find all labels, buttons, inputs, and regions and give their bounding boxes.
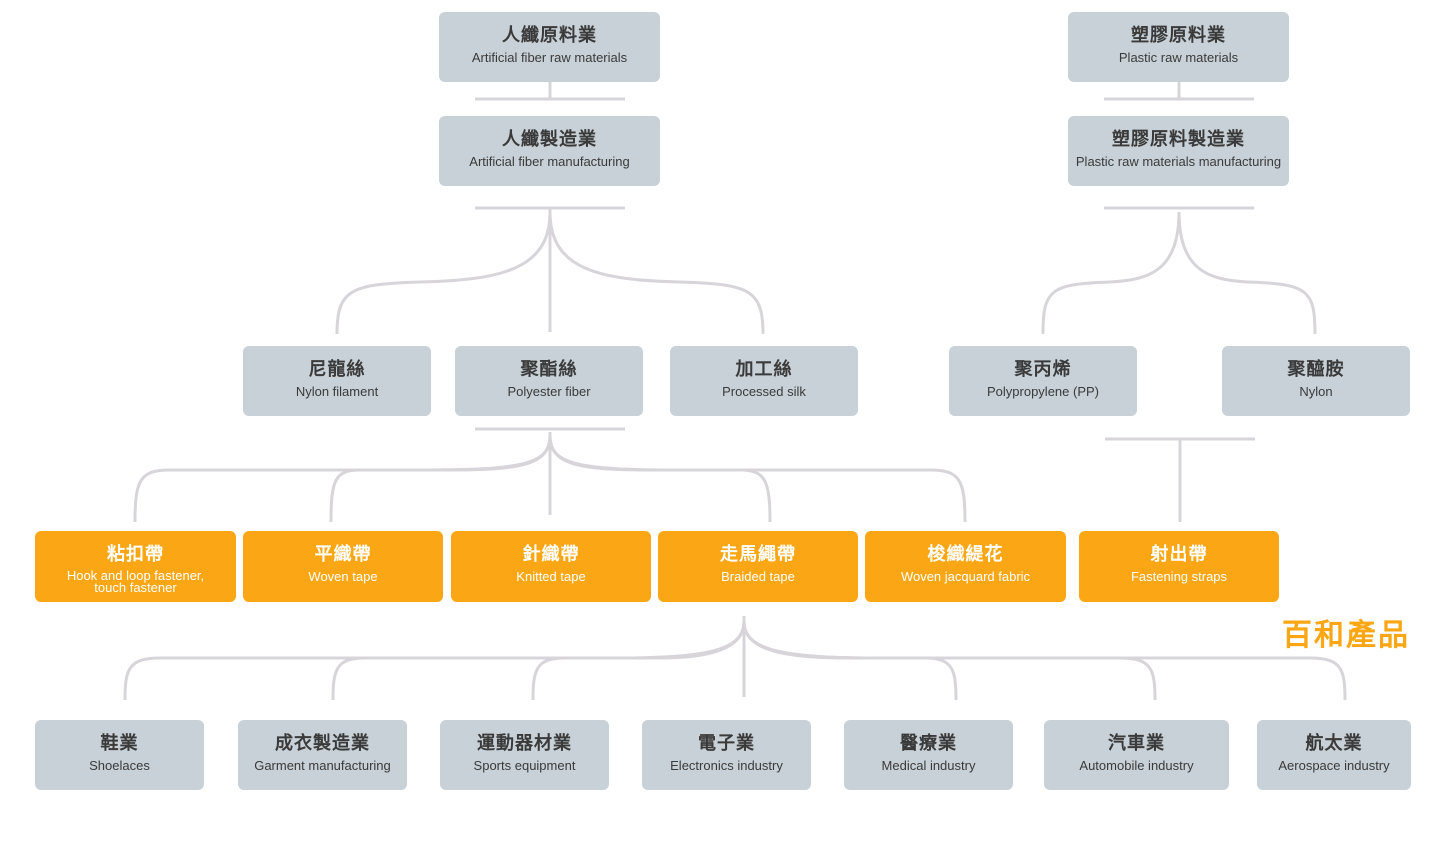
node-artificial-fiber-manufacturing: 人纖製造業 Artificial fiber manufacturing — [439, 116, 660, 186]
node-label-en: Shoelaces — [89, 758, 150, 773]
node-label-en: Plastic raw materials manufacturing — [1075, 154, 1282, 169]
brand-products-label: 百和產品 — [1282, 618, 1410, 653]
node-nylon: 聚醯胺 Nylon — [1222, 346, 1410, 416]
node-label-en: Polyester fiber — [507, 384, 591, 399]
node-label-zh: 聚酯絲 — [520, 359, 578, 380]
node-plastic-raw-materials-manufacturing: 塑膠原料製造業 Plastic raw materials manufactur… — [1068, 116, 1289, 186]
node-label-zh: 塑膠原料業 — [1131, 25, 1226, 46]
node-label-zh: 聚丙烯 — [1014, 359, 1072, 380]
node-label-zh: 加工絲 — [735, 359, 793, 380]
node-label-en: Woven jacquard fabric — [900, 569, 1031, 584]
node-label-en: Hook and loop fastener, touch fastener — [66, 568, 205, 595]
node-label-zh: 航太業 — [1305, 733, 1363, 754]
node-label-en: Nylon — [1299, 384, 1333, 399]
industry-sports-equipment: 運動器材業 Sports equipment — [440, 720, 609, 790]
node-label-zh: 成衣製造業 — [275, 733, 370, 754]
node-label-en: Processed silk — [722, 384, 806, 399]
node-label-en: Sports equipment — [473, 758, 576, 773]
node-label-en: Garment manufacturing — [254, 758, 391, 773]
node-label-en: Braided tape — [721, 569, 795, 584]
node-label-en: Medical industry — [881, 758, 976, 773]
node-label-en: Artificial fiber raw materials — [471, 50, 628, 65]
industry-garment-manufacturing: 成衣製造業 Garment manufacturing — [238, 720, 407, 790]
node-artificial-fiber-raw-materials: 人纖原料業 Artificial fiber raw materials — [439, 12, 660, 82]
node-label-en: Plastic raw materials — [1118, 50, 1239, 65]
product-braided-tape: 走馬繩帶 Braided tape — [658, 531, 858, 602]
node-plastic-raw-materials: 塑膠原料業 Plastic raw materials — [1068, 12, 1289, 82]
node-label-zh: 電子業 — [698, 733, 755, 754]
node-label-en: Knitted tape — [516, 569, 586, 584]
product-hook-and-loop-fastener: 粘扣帶 Hook and loop fastener, touch fasten… — [35, 531, 236, 602]
node-label-zh: 針織帶 — [522, 544, 580, 565]
node-label-en: Nylon filament — [295, 384, 379, 399]
node-label-zh: 鞋業 — [100, 733, 139, 754]
node-label-en: Fastening straps — [1130, 569, 1228, 584]
industry-automobile: 汽車業 Automobile industry — [1044, 720, 1229, 790]
node-label-zh: 汽車業 — [1108, 733, 1165, 754]
node-label-zh: 聚醯胺 — [1287, 359, 1345, 380]
node-label-zh: 粘扣帶 — [107, 544, 164, 565]
node-label-en: Electronics industry — [670, 758, 783, 773]
node-label-zh: 運動器材業 — [477, 733, 572, 754]
product-woven-jacquard-fabric: 梭織緹花 Woven jacquard fabric — [865, 531, 1066, 602]
node-label-en: Aerospace industry — [1278, 758, 1390, 773]
node-processed-silk: 加工絲 Processed silk — [670, 346, 858, 416]
node-label-zh: 塑膠原料製造業 — [1112, 129, 1245, 150]
node-label-zh: 走馬繩帶 — [720, 544, 796, 565]
node-label-zh: 醫療業 — [900, 733, 957, 754]
node-label-zh: 梭織緹花 — [927, 544, 1004, 565]
industry-medical: 醫療業 Medical industry — [844, 720, 1013, 790]
node-label-zh: 射出帶 — [1150, 544, 1208, 565]
industry-shoelaces: 鞋業 Shoelaces — [35, 720, 204, 790]
node-label-en: Polypropylene (PP) — [987, 384, 1099, 399]
industry-aerospace: 航太業 Aerospace industry — [1257, 720, 1411, 790]
node-label-zh: 平織帶 — [314, 544, 372, 565]
product-fastening-straps: 射出帶 Fastening straps — [1079, 531, 1279, 602]
node-label-en: Automobile industry — [1079, 758, 1194, 773]
node-polypropylene: 聚丙烯 Polypropylene (PP) — [949, 346, 1137, 416]
industry-electronics: 電子業 Electronics industry — [642, 720, 811, 790]
product-woven-tape: 平織帶 Woven tape — [243, 531, 443, 602]
node-label-zh: 人纖製造業 — [502, 129, 597, 150]
node-label-zh: 尼龍絲 — [308, 359, 366, 380]
node-nylon-filament: 尼龍絲 Nylon filament — [243, 346, 431, 416]
node-label-en: Woven tape — [308, 569, 378, 584]
node-label-en: Artificial fiber manufacturing — [469, 154, 630, 169]
product-knitted-tape: 針織帶 Knitted tape — [451, 531, 651, 602]
node-label-zh: 人纖原料業 — [502, 25, 597, 46]
node-polyester-fiber: 聚酯絲 Polyester fiber — [455, 346, 643, 416]
